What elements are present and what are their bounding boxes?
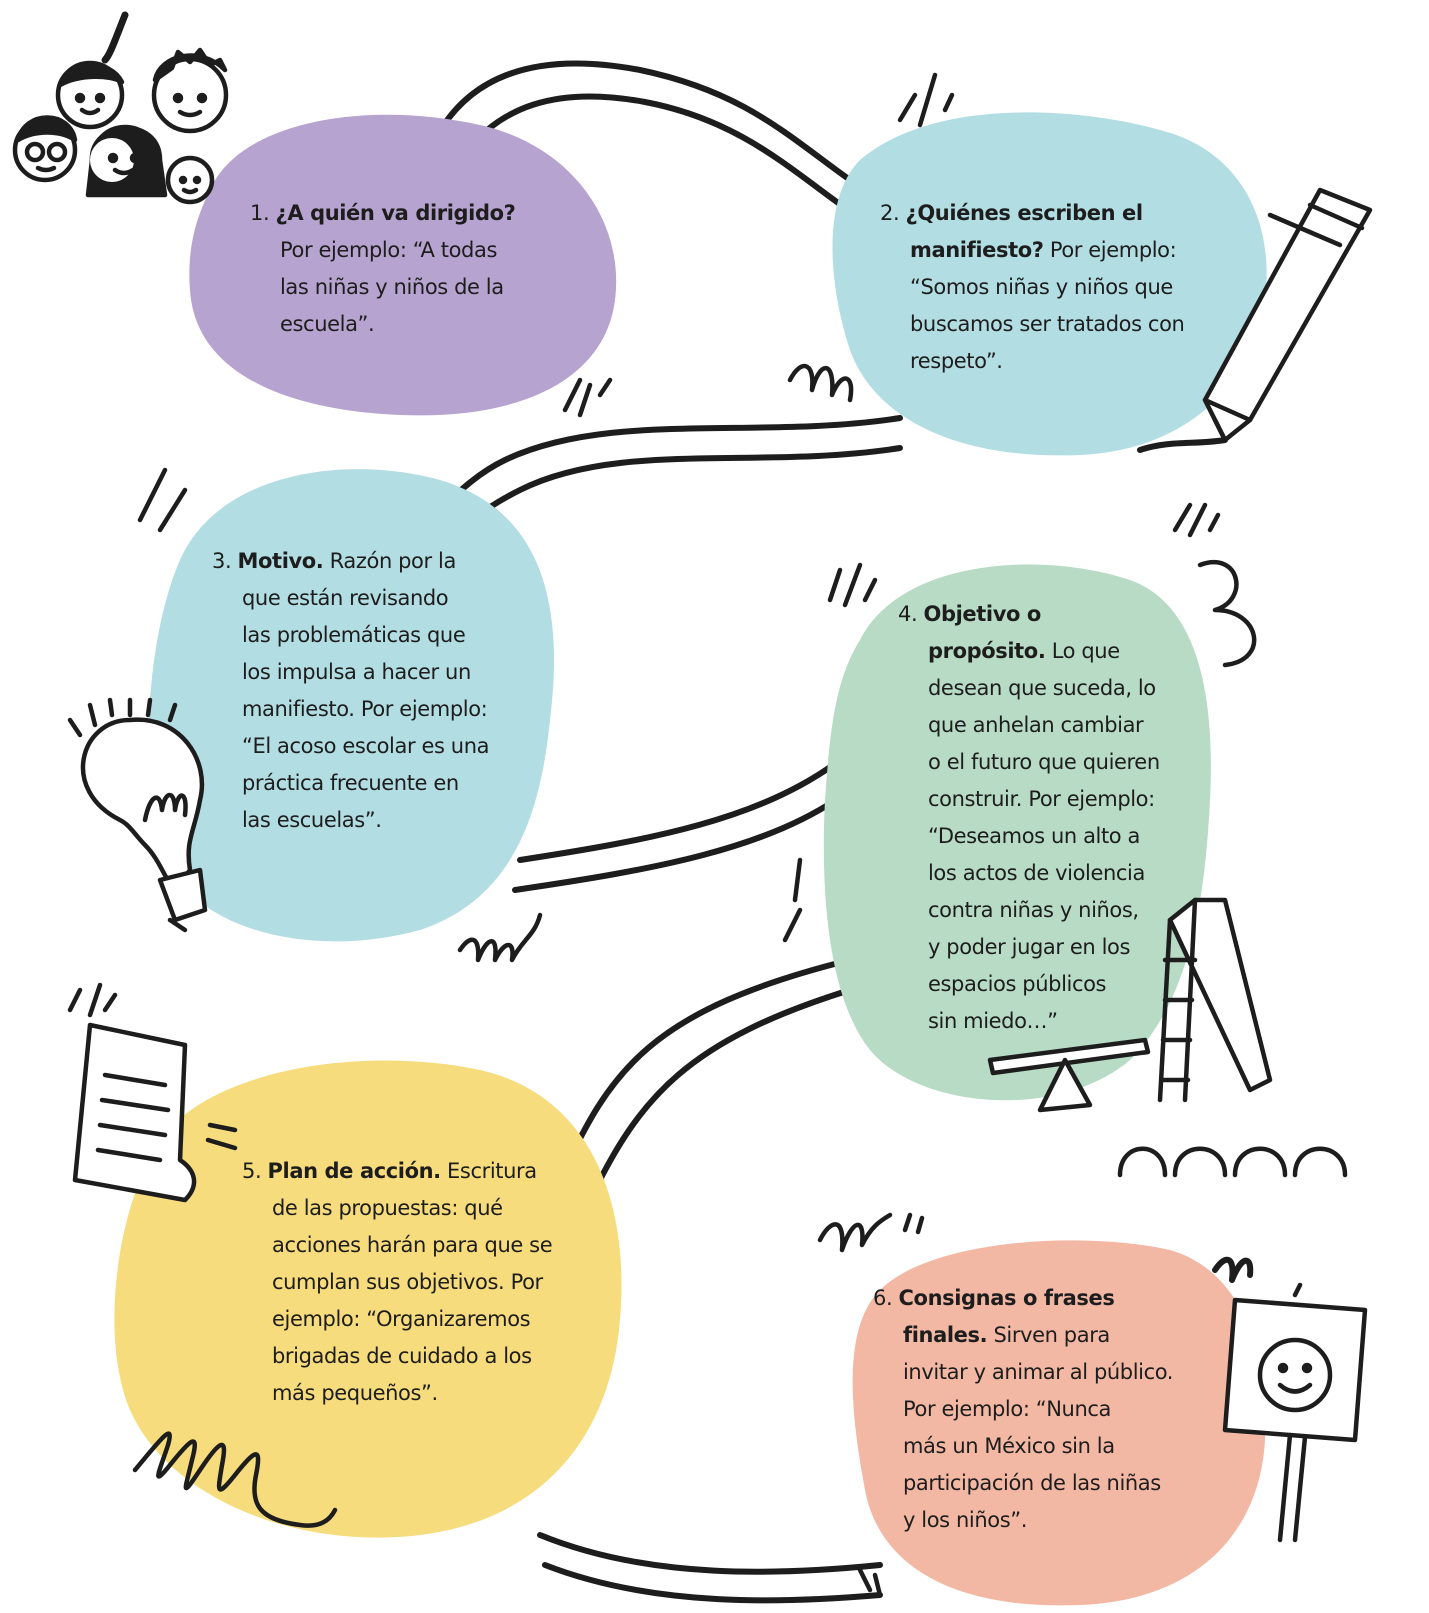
step-5: 5. Plan de acción. Escritura de las prop… xyxy=(242,1153,553,1412)
document-doodle xyxy=(72,1022,238,1203)
step-1-line: las niñas y niños de la xyxy=(280,275,504,299)
squiggle-doodle-4 xyxy=(1212,1256,1254,1283)
step-4-number: 4. xyxy=(898,602,918,626)
step-6-line: y los niños”. xyxy=(903,1508,1027,1532)
pencil-doodle xyxy=(1137,187,1373,453)
step-4-title: Objetivo o xyxy=(923,602,1042,626)
step-1-heading: 1. ¿A quién va dirigido? xyxy=(250,195,516,232)
step-4-line: espacios públicos xyxy=(928,972,1107,996)
step-6-line: invitar y animar al público. xyxy=(903,1360,1174,1384)
step-3: 3. Motivo. Razón por la que están revisa… xyxy=(212,543,489,839)
step-2-heading: 2. ¿Quiénes escriben el xyxy=(880,195,1184,232)
step-6-line: más un México sin la xyxy=(903,1434,1115,1458)
step-3-title: Motivo. xyxy=(237,549,324,573)
step-1-title: ¿A quién va dirigido? xyxy=(275,201,516,225)
step-4-title-cont: propósito. xyxy=(928,639,1046,663)
step-1-line: Por ejemplo: “A todas xyxy=(280,238,498,262)
step-4-line: desean que suceda, lo xyxy=(928,676,1156,700)
step-6-heading: 6. Consignas o frases xyxy=(873,1280,1173,1317)
step-2-title-cont: manifiesto? xyxy=(910,238,1044,262)
step-3-line: las problemáticas que xyxy=(242,623,466,647)
step-2-line: Por ejemplo: xyxy=(1049,238,1177,262)
step-6-title-cont: finales. xyxy=(903,1323,988,1347)
step-5-number: 5. xyxy=(242,1159,262,1183)
step-1: 1. ¿A quién va dirigido? Por ejemplo: “A… xyxy=(250,195,516,343)
blob-step-2 xyxy=(832,112,1267,456)
step-2-number: 2. xyxy=(880,201,900,225)
step-4-line: Lo que xyxy=(1051,639,1120,663)
step-1-line: escuela”. xyxy=(280,312,375,336)
step-6: 6. Consignas o frases finales. Sirven pa… xyxy=(873,1280,1173,1539)
step-3-line: “El acoso escolar es una xyxy=(242,734,490,758)
squiggle-loops-doodle xyxy=(132,1431,338,1528)
tick-marks-doodle xyxy=(67,72,1221,1598)
step-5-line: Escritura xyxy=(447,1159,537,1183)
step-3-line: los impulsa a hacer un xyxy=(242,660,471,684)
step-5-title: Plan de acción. xyxy=(267,1159,442,1183)
step-3-line: que están revisando xyxy=(242,586,449,610)
step-3-heading: 3. Motivo. Razón por la xyxy=(212,543,489,580)
step-4-line: construir. Por ejemplo: xyxy=(928,787,1155,811)
step-5-line: cumplan sus objetivos. Por xyxy=(272,1270,543,1294)
step-2-title: ¿Quiénes escriben el xyxy=(905,201,1144,225)
step-3-line: Razón por la xyxy=(329,549,457,573)
step-5-line: ejemplo: “Organizaremos xyxy=(272,1307,531,1331)
step-4-line: “Deseamos un alto a xyxy=(928,824,1140,848)
step-6-line: participación de las niñas xyxy=(903,1471,1161,1495)
step-4-line: contra niñas y niños, xyxy=(928,898,1139,922)
step-5-line: más pequeños”. xyxy=(272,1381,438,1405)
squiggle-doodle-3 xyxy=(817,1212,893,1253)
step-6-number: 6. xyxy=(873,1286,893,1310)
blob-step-1 xyxy=(189,114,617,416)
blob-step-5 xyxy=(114,1060,622,1538)
children-faces-doodle xyxy=(12,11,229,205)
step-5-heading: 5. Plan de acción. Escritura xyxy=(242,1153,552,1190)
squiggle-doodle-1 xyxy=(787,363,854,403)
step-2-line: buscamos ser tratados con xyxy=(910,312,1185,336)
step-6-line: Por ejemplo: “Nunca xyxy=(903,1397,1111,1421)
step-3-line: práctica frecuente en xyxy=(242,771,459,795)
blob-step-4 xyxy=(823,564,1211,1101)
step-4-line: o el futuro que quieren xyxy=(928,750,1160,774)
step-4-line: y poder jugar en los xyxy=(928,935,1131,959)
squiggle-doodle-2 xyxy=(457,912,543,963)
step-5-line: de las propuestas: qué xyxy=(272,1196,503,1220)
step-4-line: sin miedo…” xyxy=(928,1009,1058,1033)
step-3-number: 3. xyxy=(212,549,232,573)
step-4-line: los actos de violencia xyxy=(928,861,1145,885)
step-5-line: brigadas de cuidado a los xyxy=(272,1344,532,1368)
blob-step-6 xyxy=(852,1240,1266,1606)
step-4: 4. Objetivo o propósito. Lo que desean q… xyxy=(898,596,1160,1040)
step-2-line: “Somos niñas y niños que xyxy=(910,275,1173,299)
squiggle-three-doodle xyxy=(1197,560,1257,668)
lightbulb-doodle xyxy=(67,697,208,933)
step-4-line: que anhelan cambiar xyxy=(928,713,1144,737)
playground-doodle xyxy=(987,897,1348,1178)
smiley-sign-doodle xyxy=(1222,1282,1368,1543)
step-6-line: Sirven para xyxy=(993,1323,1110,1347)
step-5-line: acciones harán para que se xyxy=(272,1233,553,1257)
step-2-line: respeto”. xyxy=(910,349,1003,373)
blob-step-3 xyxy=(148,469,555,942)
step-2: 2. ¿Quiénes escriben el manifiesto? Por … xyxy=(880,195,1185,380)
step-6-title: Consignas o frases xyxy=(898,1286,1115,1310)
step-3-line: manifiesto. Por ejemplo: xyxy=(242,697,488,721)
step-1-number: 1. xyxy=(250,201,270,225)
step-4-heading: 4. Objetivo o xyxy=(898,596,1160,633)
step-3-line: las escuelas”. xyxy=(242,808,382,832)
